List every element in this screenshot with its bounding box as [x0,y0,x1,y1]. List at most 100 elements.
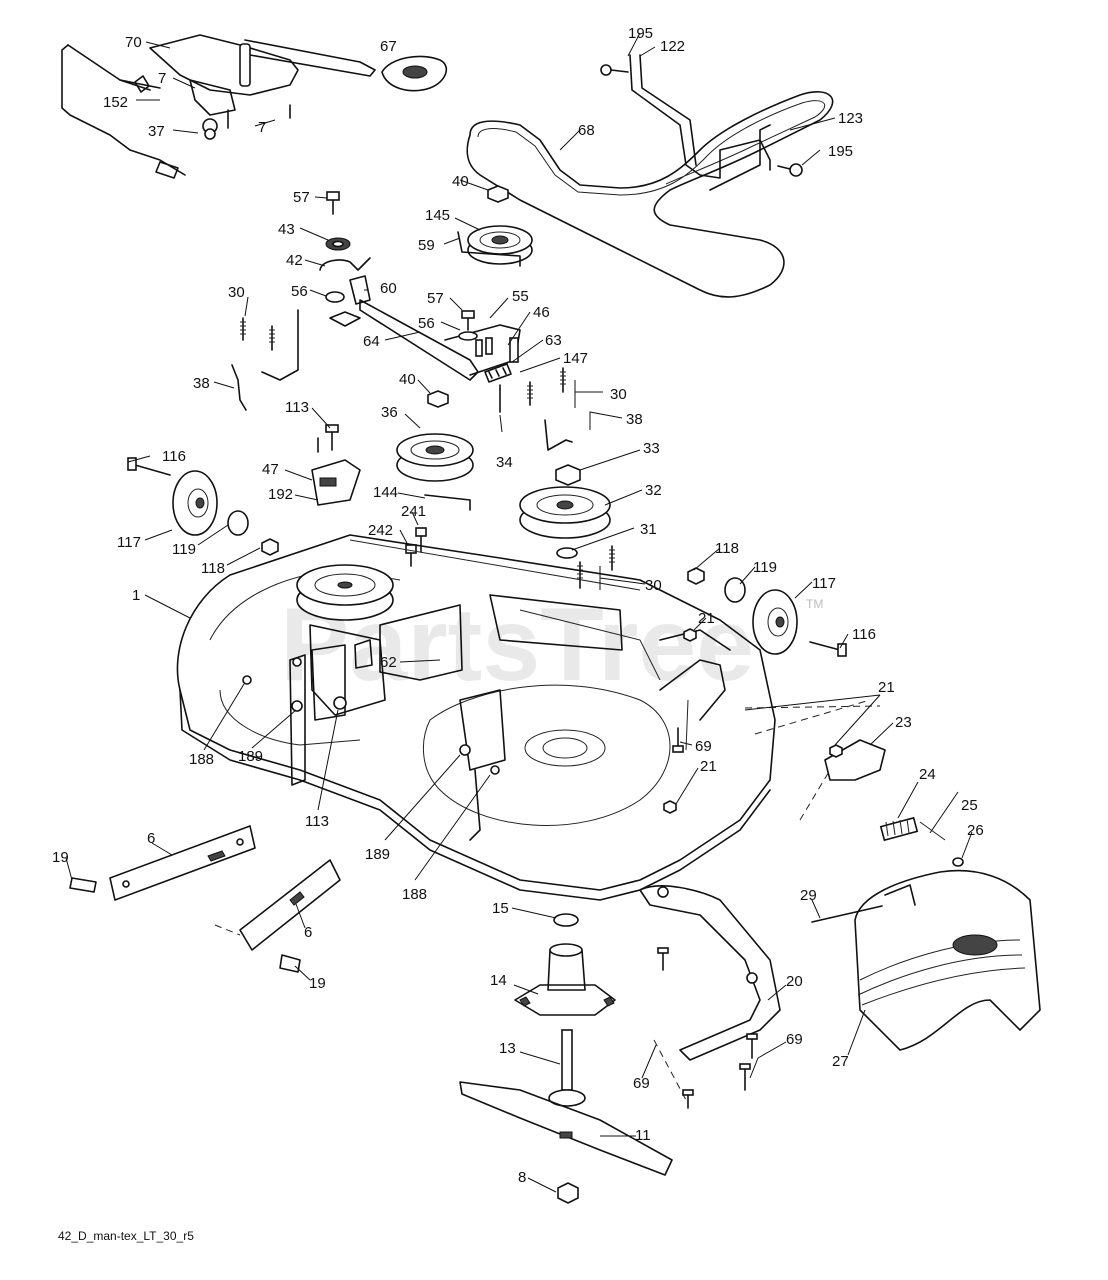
label-43: 43 [278,221,295,238]
label-119-left: 119 [172,541,196,558]
label-189-center: 189 [365,846,390,863]
nut-33 [555,464,581,486]
label-113-lower: 113 [305,813,329,830]
label-15: 15 [492,900,509,917]
label-68: 68 [578,122,595,139]
label-31: 31 [640,521,657,538]
lift-lever-assembly [61,34,376,179]
belt-keeper-144 [424,494,471,511]
mower-deck-housing [176,534,776,901]
label-13: 13 [499,1040,516,1057]
spindle-assembly [514,913,616,1107]
label-63: 63 [545,332,562,349]
label-40-upper: 40 [452,173,469,190]
label-117-right: 117 [812,575,836,592]
discharge-chute [811,869,1041,1051]
label-147: 147 [563,350,588,367]
bracket-62 [379,604,463,681]
label-38-right: 38 [626,411,643,428]
label-42: 42 [286,252,303,269]
label-40-lower: 40 [399,371,416,388]
label-29: 29 [800,887,817,904]
label-123: 123 [838,110,863,127]
label-69-lower: 69 [633,1075,650,1092]
label-26: 26 [967,822,984,839]
label-34: 34 [496,454,513,471]
label-36: 36 [381,404,398,421]
label-24: 24 [919,766,936,783]
label-59: 59 [418,237,435,254]
label-20: 20 [786,973,803,990]
label-192: 192 [268,486,293,503]
label-118-left: 118 [201,560,225,577]
label-7-lower: 7 [258,119,266,136]
label-64: 64 [363,333,380,350]
label-56-lower: 56 [418,315,435,332]
nut-21-upper [683,628,697,642]
nut-middle [427,390,449,408]
label-119-right: 119 [753,559,777,576]
nut-top [487,185,509,203]
label-118-right: 118 [715,540,739,557]
part-callouts: 70 67 7 7 152 37 195 122 123 195 68 57 4… [52,25,984,1193]
bolts-69-lower [653,947,758,1109]
label-6-lower: 6 [304,924,312,941]
label-57-lower: 57 [427,290,444,307]
drawing-code: 42_D_man-tex_LT_30_r5 [58,1229,194,1243]
label-113-upper: 113 [285,399,309,416]
washer-31 [556,547,578,559]
lift-arm-20 [639,885,781,1061]
idler-pulley-36 [396,433,474,482]
label-70: 70 [125,34,142,51]
label-55: 55 [512,288,529,305]
label-56-upper: 56 [291,283,308,300]
bolts-30-lower [577,545,615,589]
bolt-69-upper [672,727,684,753]
label-144: 144 [373,484,398,501]
blade-nut [557,1182,579,1204]
label-67: 67 [380,38,397,55]
deck-drive-belt [466,91,834,298]
label-8: 8 [518,1169,526,1186]
label-27: 27 [832,1053,849,1070]
label-62: 62 [380,654,397,671]
label-21-middle: 21 [878,679,895,696]
label-152: 152 [103,94,128,111]
deck-side-brackets-left [242,644,347,786]
label-188-left: 188 [189,751,214,768]
spindle-pulley-32 [519,486,611,539]
deck-pulley-left [296,564,394,716]
mower-blade [459,1081,673,1176]
bracket-47 [311,424,361,506]
label-38-left: 38 [193,375,210,392]
label-188-center: 188 [402,886,427,903]
label-19-left: 19 [52,849,69,866]
label-69-upper: 69 [695,738,712,755]
label-7-upper: 7 [158,70,166,87]
label-47: 47 [262,461,279,478]
gauge-wheel-right [687,567,847,657]
label-21-lower: 21 [700,758,717,775]
label-145: 145 [425,207,450,224]
label-21-upper: 21 [698,610,715,627]
belt-guide-rod [600,54,803,191]
deck-hanger-bracket-upper [69,825,256,901]
label-69-right: 69 [786,1031,803,1048]
gauge-wheel-left [127,457,279,556]
label-122: 122 [660,38,685,55]
label-57-upper: 57 [293,189,310,206]
bolts-left-30-38 [231,309,299,411]
label-14: 14 [490,972,507,989]
lift-lever-knob [381,55,448,92]
label-32: 32 [645,482,662,499]
label-116-right: 116 [852,626,876,643]
watermark-trademark: TM [806,597,823,611]
label-242: 242 [368,522,393,539]
label-117-left: 117 [117,534,141,551]
idler-pulley-145 [467,225,533,265]
label-30-lower: 30 [645,577,662,594]
label-30-middle: 30 [610,386,627,403]
label-116-left: 116 [162,448,186,465]
label-189-left: 189 [238,748,263,765]
